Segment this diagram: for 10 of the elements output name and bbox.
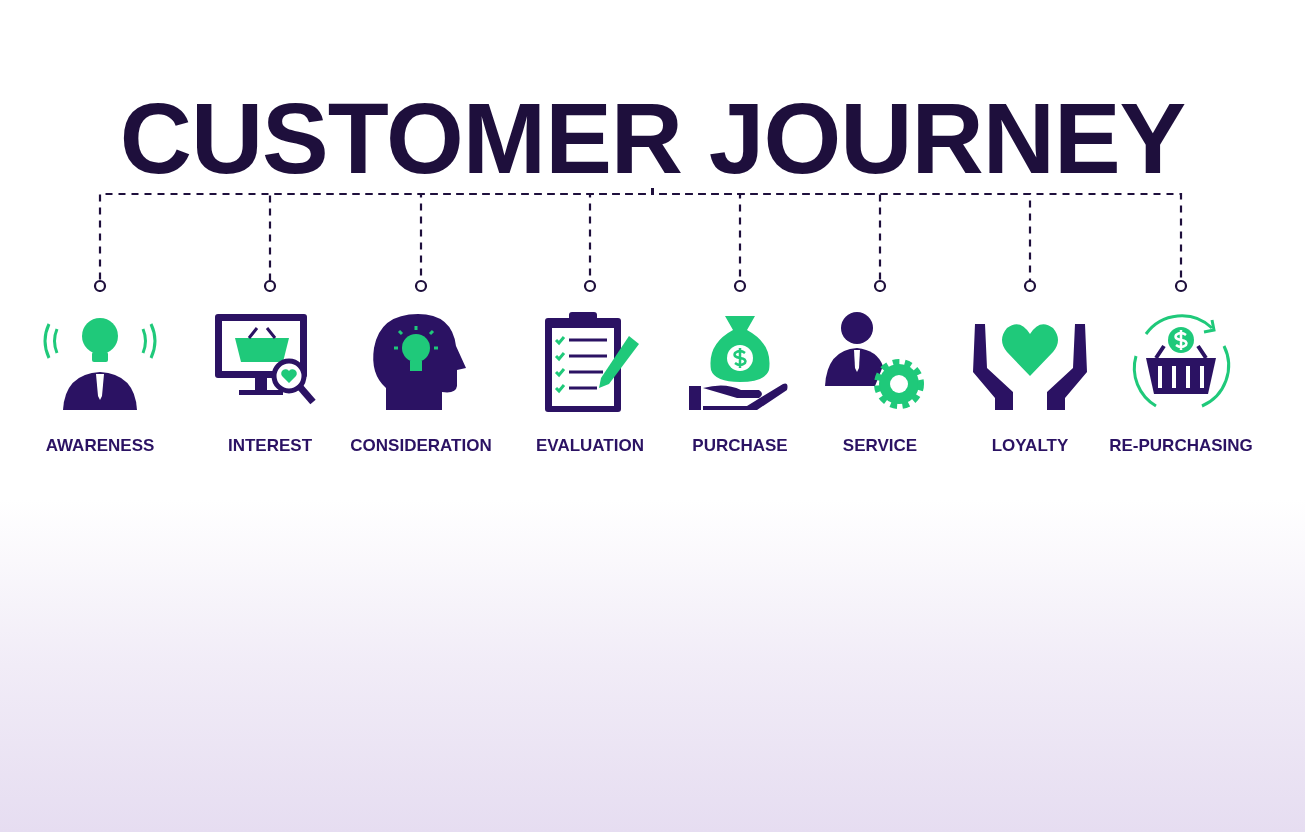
stage-label: PURCHASE <box>692 436 788 456</box>
stage-label: RE-PURCHASING <box>1109 436 1253 456</box>
stage-label: SERVICE <box>842 436 918 456</box>
stage-label: AWARENESS <box>45 436 155 456</box>
dashed-connector <box>651 187 1188 293</box>
title-heading: CUSTOMER JOURNEY <box>119 82 1186 194</box>
stage-label: INTEREST <box>227 436 313 456</box>
stage-label: CONSIDERATION <box>350 436 492 456</box>
stage-label: LOYALTY <box>991 436 1069 456</box>
stage-label: EVALUATION <box>536 436 644 456</box>
